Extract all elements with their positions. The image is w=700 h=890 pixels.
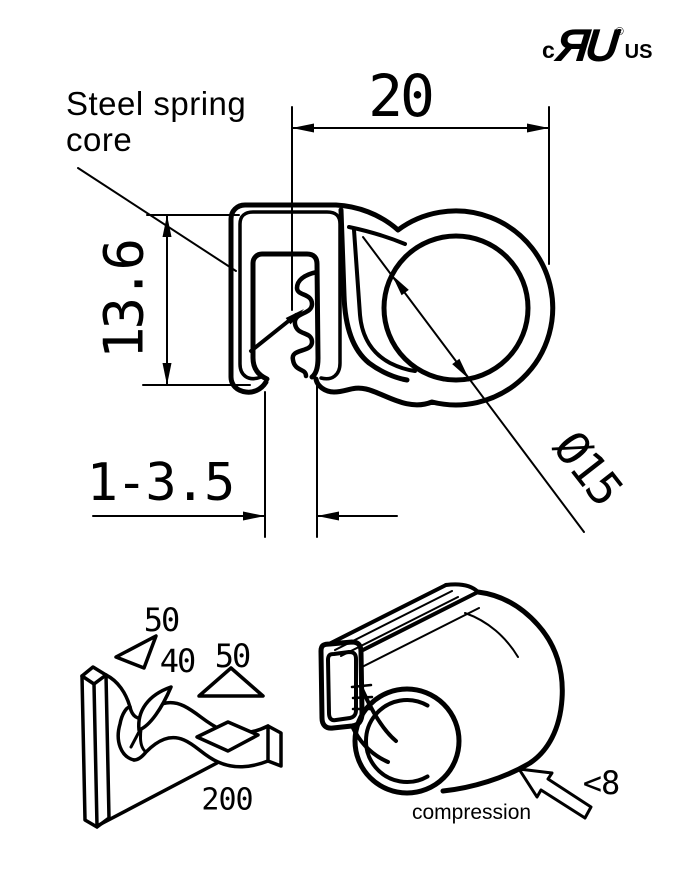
- bend-radius-outer-label: 50: [214, 637, 252, 675]
- ul-country-prefix: c: [542, 37, 555, 64]
- dimension-overall-height: 13.6: [92, 240, 156, 360]
- arrow-width-left: [292, 123, 314, 133]
- radius-marker-diamond: [195, 720, 260, 753]
- compression-value-label: <8: [582, 764, 621, 802]
- neck-curve-upper: [359, 685, 398, 743]
- bulb-body-streak: [464, 612, 519, 658]
- arrow-diameter-lower: [452, 358, 469, 379]
- arrow-diameter-upper: [392, 275, 409, 296]
- ul-certification-mark: c ЯU ® US: [542, 19, 653, 71]
- clamp-front-ring-inner: [326, 650, 358, 723]
- steel-spring-core-callout: Steel spring core: [66, 85, 247, 158]
- neck-curve-lower: [350, 724, 390, 764]
- profile-outer-outline: [228, 202, 556, 408]
- strip-top-face: [80, 665, 108, 686]
- radius-marker-triangle-up: [197, 666, 265, 698]
- bulb-inner-circle: [381, 233, 531, 383]
- bend-radius-small-label: 40: [159, 642, 197, 680]
- compression-direction-arrow: [517, 767, 593, 820]
- bulb-front-rim-inner: [364, 698, 430, 784]
- clamp-body-streak-1: [334, 590, 453, 651]
- dimension-overall-width: 20: [368, 62, 435, 130]
- bulb-web-line: [352, 228, 417, 373]
- clamp-body-top-edge: [327, 583, 448, 646]
- callout-leader-line: [77, 167, 237, 272]
- bulb-body-silhouette: [440, 589, 565, 794]
- radius-marker-triangle-left: [114, 634, 158, 670]
- radius-marker-pennant: [137, 685, 173, 732]
- profile-inner-cavity: [250, 251, 321, 382]
- steel-core-line: [238, 210, 342, 381]
- strip-left-panel: [80, 673, 111, 829]
- strip-end-face: [266, 724, 283, 768]
- ul-monogram: ЯU: [553, 19, 618, 71]
- strip-wave-bottom-edge: [132, 735, 270, 769]
- bend-radius-lengthwise-label: 200: [201, 782, 253, 818]
- clamp-body-front-edge: [359, 590, 480, 653]
- dimension-arrowheads: [162, 123, 549, 521]
- arrow-grip-left: [243, 511, 265, 521]
- registered-trademark-symbol: ®: [615, 26, 624, 38]
- compression-caption: compression: [412, 801, 532, 824]
- bend-radii-figure: [80, 634, 283, 829]
- channel-right-wall: [338, 207, 410, 383]
- dimension-grip-range: 1-3.5: [86, 453, 236, 513]
- clamp-body-streak-2: [340, 596, 459, 657]
- inner-fin-arrowhead: [285, 309, 304, 325]
- ul-country-suffix: US: [624, 41, 653, 64]
- clamp-body-streak-3: [361, 607, 480, 668]
- gripping-teeth: [290, 269, 320, 379]
- arrow-height-top: [162, 215, 172, 237]
- arrow-grip-right: [317, 511, 339, 521]
- bulb-neck-inner-line: [347, 225, 407, 246]
- strip-underside-curl: [116, 705, 136, 762]
- bulb-front-rim-outer: [352, 686, 462, 796]
- radius-marker-pennant-tail: [129, 728, 142, 749]
- arrow-width-right: [527, 123, 549, 133]
- seal-profile-cross-section: [228, 202, 556, 408]
- seal-3d-figure: [318, 582, 593, 820]
- bend-radius-inner-label: 50: [143, 601, 181, 639]
- strip-underside-diagonal: [95, 761, 219, 828]
- arrow-height-bottom: [162, 363, 172, 385]
